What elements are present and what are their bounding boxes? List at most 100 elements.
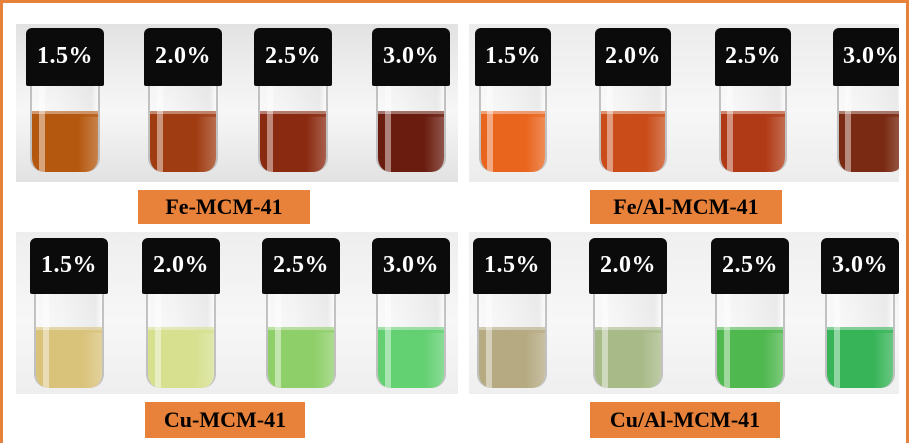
- vial-meniscus: [827, 327, 893, 333]
- vial-cap: 2.5%: [262, 238, 340, 294]
- vial-cap-label: 2.0%: [605, 43, 661, 69]
- vial: 3.0%: [372, 28, 450, 180]
- vial-meniscus: [378, 111, 444, 117]
- vial-glass-highlight: [845, 80, 852, 172]
- vial-glass: [34, 290, 104, 388]
- vial-meniscus: [32, 111, 98, 117]
- vial-meniscus: [721, 111, 785, 117]
- vial: 1.5%: [26, 28, 104, 180]
- vial: 3.0%: [821, 238, 899, 394]
- vial-meniscus: [717, 327, 783, 333]
- vial-cap-label: 3.0%: [383, 43, 439, 69]
- vial: 2.0%: [595, 28, 671, 180]
- vial-cap-label: 2.5%: [722, 252, 778, 278]
- vial-meniscus: [839, 111, 899, 117]
- vial-cap-label: 2.0%: [600, 252, 656, 278]
- vial-glass-highlight: [723, 290, 730, 388]
- vial-glass-highlight: [487, 80, 494, 172]
- vial-cap-label: 1.5%: [485, 43, 541, 69]
- panel-label-cu-mcm-41: Cu-MCM-41: [145, 402, 305, 438]
- vial-meniscus: [150, 111, 216, 117]
- vial-glass-highlight: [384, 290, 391, 388]
- vial-cap-label: 2.5%: [273, 252, 329, 278]
- vial-liquid: [150, 114, 216, 172]
- vial-glass: [376, 80, 446, 172]
- panel-fe-al-mcm-41: 1.5% 2.0% 2.5% 3.0%: [469, 24, 899, 182]
- vial-cap-label: 3.0%: [383, 252, 439, 278]
- vial: 2.5%: [711, 238, 789, 394]
- vial-cap-label: 2.0%: [153, 252, 209, 278]
- panel-label-fe-mcm-41: Fe-MCM-41: [138, 190, 310, 224]
- frame-top-border: [0, 0, 909, 3]
- vial-glass-highlight: [384, 80, 391, 172]
- vial-cap-label: 1.5%: [41, 252, 97, 278]
- vial-meniscus: [479, 327, 545, 333]
- vial-meniscus: [260, 111, 326, 117]
- vial-glass: [258, 80, 328, 172]
- vial-glass: [477, 290, 547, 388]
- vial-meniscus: [268, 327, 334, 333]
- vial-glass: [479, 80, 547, 172]
- vial-glass: [599, 80, 667, 172]
- vial-cap-label: 2.5%: [725, 43, 781, 69]
- vial-glass-highlight: [833, 290, 840, 388]
- vial-glass-highlight: [727, 80, 734, 172]
- vial-glass-highlight: [156, 80, 163, 172]
- vial-glass: [148, 80, 218, 172]
- vial-glass-highlight: [42, 290, 49, 388]
- panel-fe-mcm-41: 1.5% 2.0% 2.5% 3.0%: [16, 24, 458, 182]
- vial-cap: 2.0%: [595, 28, 671, 86]
- vial-cap: 3.0%: [372, 28, 450, 86]
- vial: 3.0%: [833, 28, 899, 180]
- panel-cu-al-mcm-41: 1.5% 2.0% 2.5% 3.0%: [469, 232, 899, 394]
- vial-glass: [719, 80, 787, 172]
- vial-cap: 3.0%: [833, 28, 899, 86]
- vial: 3.0%: [372, 238, 450, 394]
- vial-glass-highlight: [154, 290, 161, 388]
- vial-liquid: [378, 114, 444, 172]
- vial-liquid: [36, 330, 102, 388]
- vial: 1.5%: [475, 28, 551, 180]
- vial: 2.5%: [254, 28, 332, 180]
- vial: 2.5%: [262, 238, 340, 394]
- vial-glass-highlight: [485, 290, 492, 388]
- frame-left-border: [0, 0, 3, 443]
- vial-liquid: [481, 114, 545, 172]
- vial-liquid: [601, 114, 665, 172]
- vial-cap: 1.5%: [475, 28, 551, 86]
- vial-glass: [825, 290, 895, 388]
- panel-label-fe-al-mcm-41: Fe/Al-MCM-41: [590, 190, 782, 224]
- vial-cap: 2.5%: [254, 28, 332, 86]
- vial: 2.0%: [144, 28, 222, 180]
- vial-cap: 1.5%: [30, 238, 108, 294]
- vial-glass: [30, 80, 100, 172]
- vial-cap: 3.0%: [372, 238, 450, 294]
- vial-cap-label: 1.5%: [484, 252, 540, 278]
- panel-cu-mcm-41: 1.5% 2.0% 2.5% 3.0%: [16, 232, 458, 394]
- vial-glass-highlight: [274, 290, 281, 388]
- frame-right-border: [906, 0, 909, 443]
- vial-liquid: [268, 330, 334, 388]
- vial-meniscus: [378, 327, 444, 333]
- vial-liquid: [479, 330, 545, 388]
- vial-meniscus: [595, 327, 661, 333]
- vial-meniscus: [36, 327, 102, 333]
- vial-glass: [376, 290, 446, 388]
- vial-liquid: [378, 330, 444, 388]
- vial-cap-label: 2.0%: [155, 43, 211, 69]
- vial-glass-highlight: [601, 290, 608, 388]
- vial: 2.0%: [142, 238, 220, 394]
- vial-glass: [593, 290, 663, 388]
- vial-meniscus: [601, 111, 665, 117]
- vial-liquid: [148, 330, 214, 388]
- vial: 2.0%: [589, 238, 667, 394]
- vial-cap: 2.5%: [715, 28, 791, 86]
- panel-label-cu-al-mcm-41: Cu/Al-MCM-41: [590, 402, 780, 438]
- vial-cap: 2.5%: [711, 238, 789, 294]
- vial-liquid: [827, 330, 893, 388]
- vial: 2.5%: [715, 28, 791, 180]
- vial-meniscus: [148, 327, 214, 333]
- vial-meniscus: [481, 111, 545, 117]
- vial-liquid: [839, 114, 899, 172]
